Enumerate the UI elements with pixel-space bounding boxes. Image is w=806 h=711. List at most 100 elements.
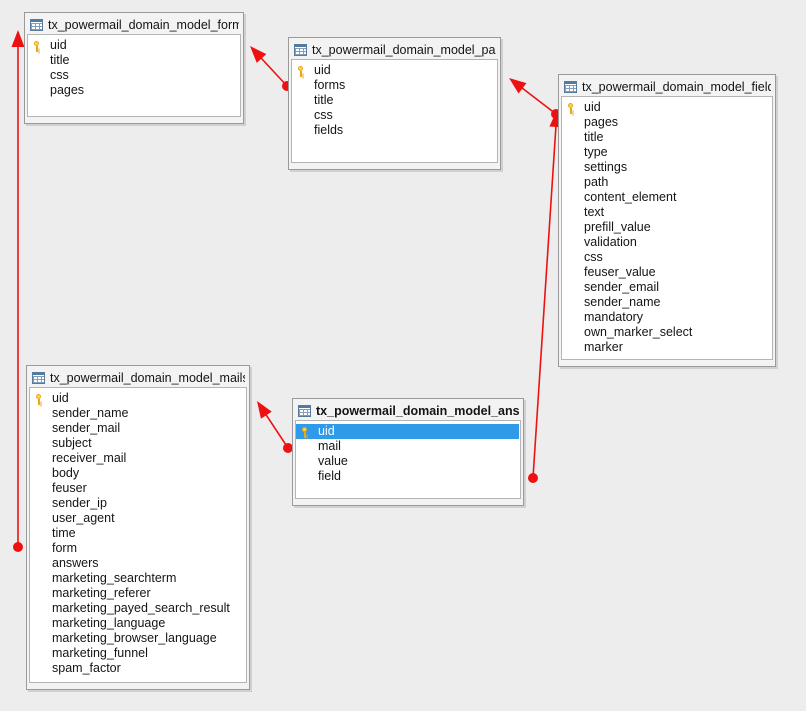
attribute-icon-spacer bbox=[34, 422, 47, 435]
relation-pages-forms-to-forms bbox=[250, 46, 292, 91]
attribute-label: feuser bbox=[52, 481, 87, 495]
attribute-row[interactable]: sender_email bbox=[562, 280, 772, 295]
attribute-row[interactable]: sender_name bbox=[30, 406, 246, 421]
attribute-row[interactable]: marketing_language bbox=[30, 616, 246, 631]
attribute-icon-spacer bbox=[34, 407, 47, 420]
attribute-label: marketing_payed_search_result bbox=[52, 601, 230, 615]
attribute-row[interactable]: uid bbox=[28, 38, 240, 53]
attribute-label: css bbox=[584, 250, 603, 264]
attribute-icon-spacer bbox=[296, 109, 309, 122]
attribute-row[interactable]: marketing_searchterm bbox=[30, 571, 246, 586]
attribute-row[interactable]: value bbox=[296, 454, 520, 469]
attribute-label: sender_mail bbox=[52, 421, 121, 435]
attribute-row[interactable]: sender_mail bbox=[30, 421, 246, 436]
primary-key-icon bbox=[34, 392, 47, 405]
entity-title-forms[interactable]: tx_powermail_domain_model_forms bbox=[27, 15, 241, 34]
attribute-row[interactable]: css bbox=[292, 108, 497, 123]
attribute-row[interactable]: mandatory bbox=[562, 310, 772, 325]
key-glyph bbox=[34, 41, 39, 52]
attribute-row[interactable]: uid bbox=[292, 63, 497, 78]
attribute-row[interactable]: form bbox=[30, 541, 246, 556]
attribute-row[interactable]: feuser_value bbox=[562, 265, 772, 280]
attribute-icon-spacer bbox=[296, 79, 309, 92]
attribute-label: pages bbox=[584, 115, 619, 129]
relation-line bbox=[259, 56, 288, 87]
attribute-label: title bbox=[314, 93, 334, 107]
attribute-row[interactable]: content_element bbox=[562, 190, 772, 205]
attribute-row[interactable]: title bbox=[562, 130, 772, 145]
attribute-row[interactable]: pages bbox=[28, 83, 240, 98]
attribute-row[interactable]: marketing_referer bbox=[30, 586, 246, 601]
attribute-label: css bbox=[50, 68, 69, 82]
attribute-row[interactable]: body bbox=[30, 466, 246, 481]
attribute-label: marketing_funnel bbox=[52, 646, 148, 660]
attribute-row[interactable]: mail bbox=[296, 439, 520, 454]
attribute-icon-spacer bbox=[296, 94, 309, 107]
attribute-label: sender_ip bbox=[52, 496, 107, 510]
attribute-row[interactable]: type bbox=[562, 145, 772, 160]
entity-title-mails[interactable]: tx_powermail_domain_model_mails bbox=[29, 368, 247, 387]
attribute-icon-spacer bbox=[34, 632, 47, 645]
attribute-row[interactable]: css bbox=[562, 250, 772, 265]
attribute-row[interactable]: sender_name bbox=[562, 295, 772, 310]
attribute-row[interactable]: own_marker_select bbox=[562, 325, 772, 340]
entity-title-fields[interactable]: tx_powermail_domain_model_fields bbox=[561, 77, 773, 96]
attribute-row[interactable]: pages bbox=[562, 115, 772, 130]
attribute-icon-spacer bbox=[300, 470, 313, 483]
attribute-row[interactable]: title bbox=[28, 53, 240, 68]
attribute-icon-spacer bbox=[566, 266, 579, 279]
attribute-row[interactable]: marketing_payed_search_result bbox=[30, 601, 246, 616]
attribute-icon-spacer bbox=[34, 437, 47, 450]
attribute-icon-spacer bbox=[300, 440, 313, 453]
attribute-row[interactable]: validation bbox=[562, 235, 772, 250]
attribute-row[interactable]: css bbox=[28, 68, 240, 83]
attribute-label: feuser_value bbox=[584, 265, 656, 279]
attribute-row[interactable]: uid bbox=[30, 391, 246, 406]
attribute-row[interactable]: answers bbox=[30, 556, 246, 571]
attribute-row[interactable]: path bbox=[562, 175, 772, 190]
attribute-row[interactable]: spam_factor bbox=[30, 661, 246, 676]
attribute-row[interactable]: prefill_value bbox=[562, 220, 772, 235]
attribute-icon-spacer bbox=[566, 251, 579, 264]
entity-title-answer[interactable]: tx_powermail_domain_model_answer bbox=[295, 401, 521, 420]
attribute-row[interactable]: marker bbox=[562, 340, 772, 355]
attribute-row[interactable]: receiver_mail bbox=[30, 451, 246, 466]
attribute-label: marketing_browser_language bbox=[52, 631, 217, 645]
attribute-row[interactable]: forms bbox=[292, 78, 497, 93]
attribute-row[interactable]: sender_ip bbox=[30, 496, 246, 511]
attribute-icon-spacer bbox=[34, 452, 47, 465]
attribute-row[interactable]: time bbox=[30, 526, 246, 541]
primary-key-icon bbox=[296, 64, 309, 77]
primary-key-icon bbox=[300, 425, 313, 438]
attribute-row[interactable]: fields bbox=[292, 123, 497, 138]
attribute-row[interactable]: uid bbox=[296, 424, 519, 439]
attribute-row[interactable]: uid bbox=[562, 100, 772, 115]
attribute-row[interactable]: settings bbox=[562, 160, 772, 175]
attribute-row[interactable]: user_agent bbox=[30, 511, 246, 526]
attribute-row[interactable]: feuser bbox=[30, 481, 246, 496]
attribute-label: uid bbox=[584, 100, 601, 114]
attribute-icon-spacer bbox=[34, 617, 47, 630]
attribute-icon-spacer bbox=[566, 131, 579, 144]
attribute-icon-spacer bbox=[566, 221, 579, 234]
attribute-row[interactable]: title bbox=[292, 93, 497, 108]
attribute-row[interactable]: marketing_browser_language bbox=[30, 631, 246, 646]
attribute-row[interactable]: subject bbox=[30, 436, 246, 451]
primary-key-icon bbox=[32, 39, 45, 52]
attribute-label: uid bbox=[50, 38, 67, 52]
attribute-label: title bbox=[50, 53, 70, 67]
attribute-label: settings bbox=[584, 160, 628, 174]
attribute-row[interactable]: marketing_funnel bbox=[30, 646, 246, 661]
attribute-icon-spacer bbox=[34, 527, 47, 540]
entity-title-pages[interactable]: tx_powermail_domain_model_pages bbox=[291, 40, 498, 59]
attribute-label: field bbox=[318, 469, 341, 483]
attribute-row[interactable]: text bbox=[562, 205, 772, 220]
attribute-row[interactable]: field bbox=[296, 469, 520, 484]
